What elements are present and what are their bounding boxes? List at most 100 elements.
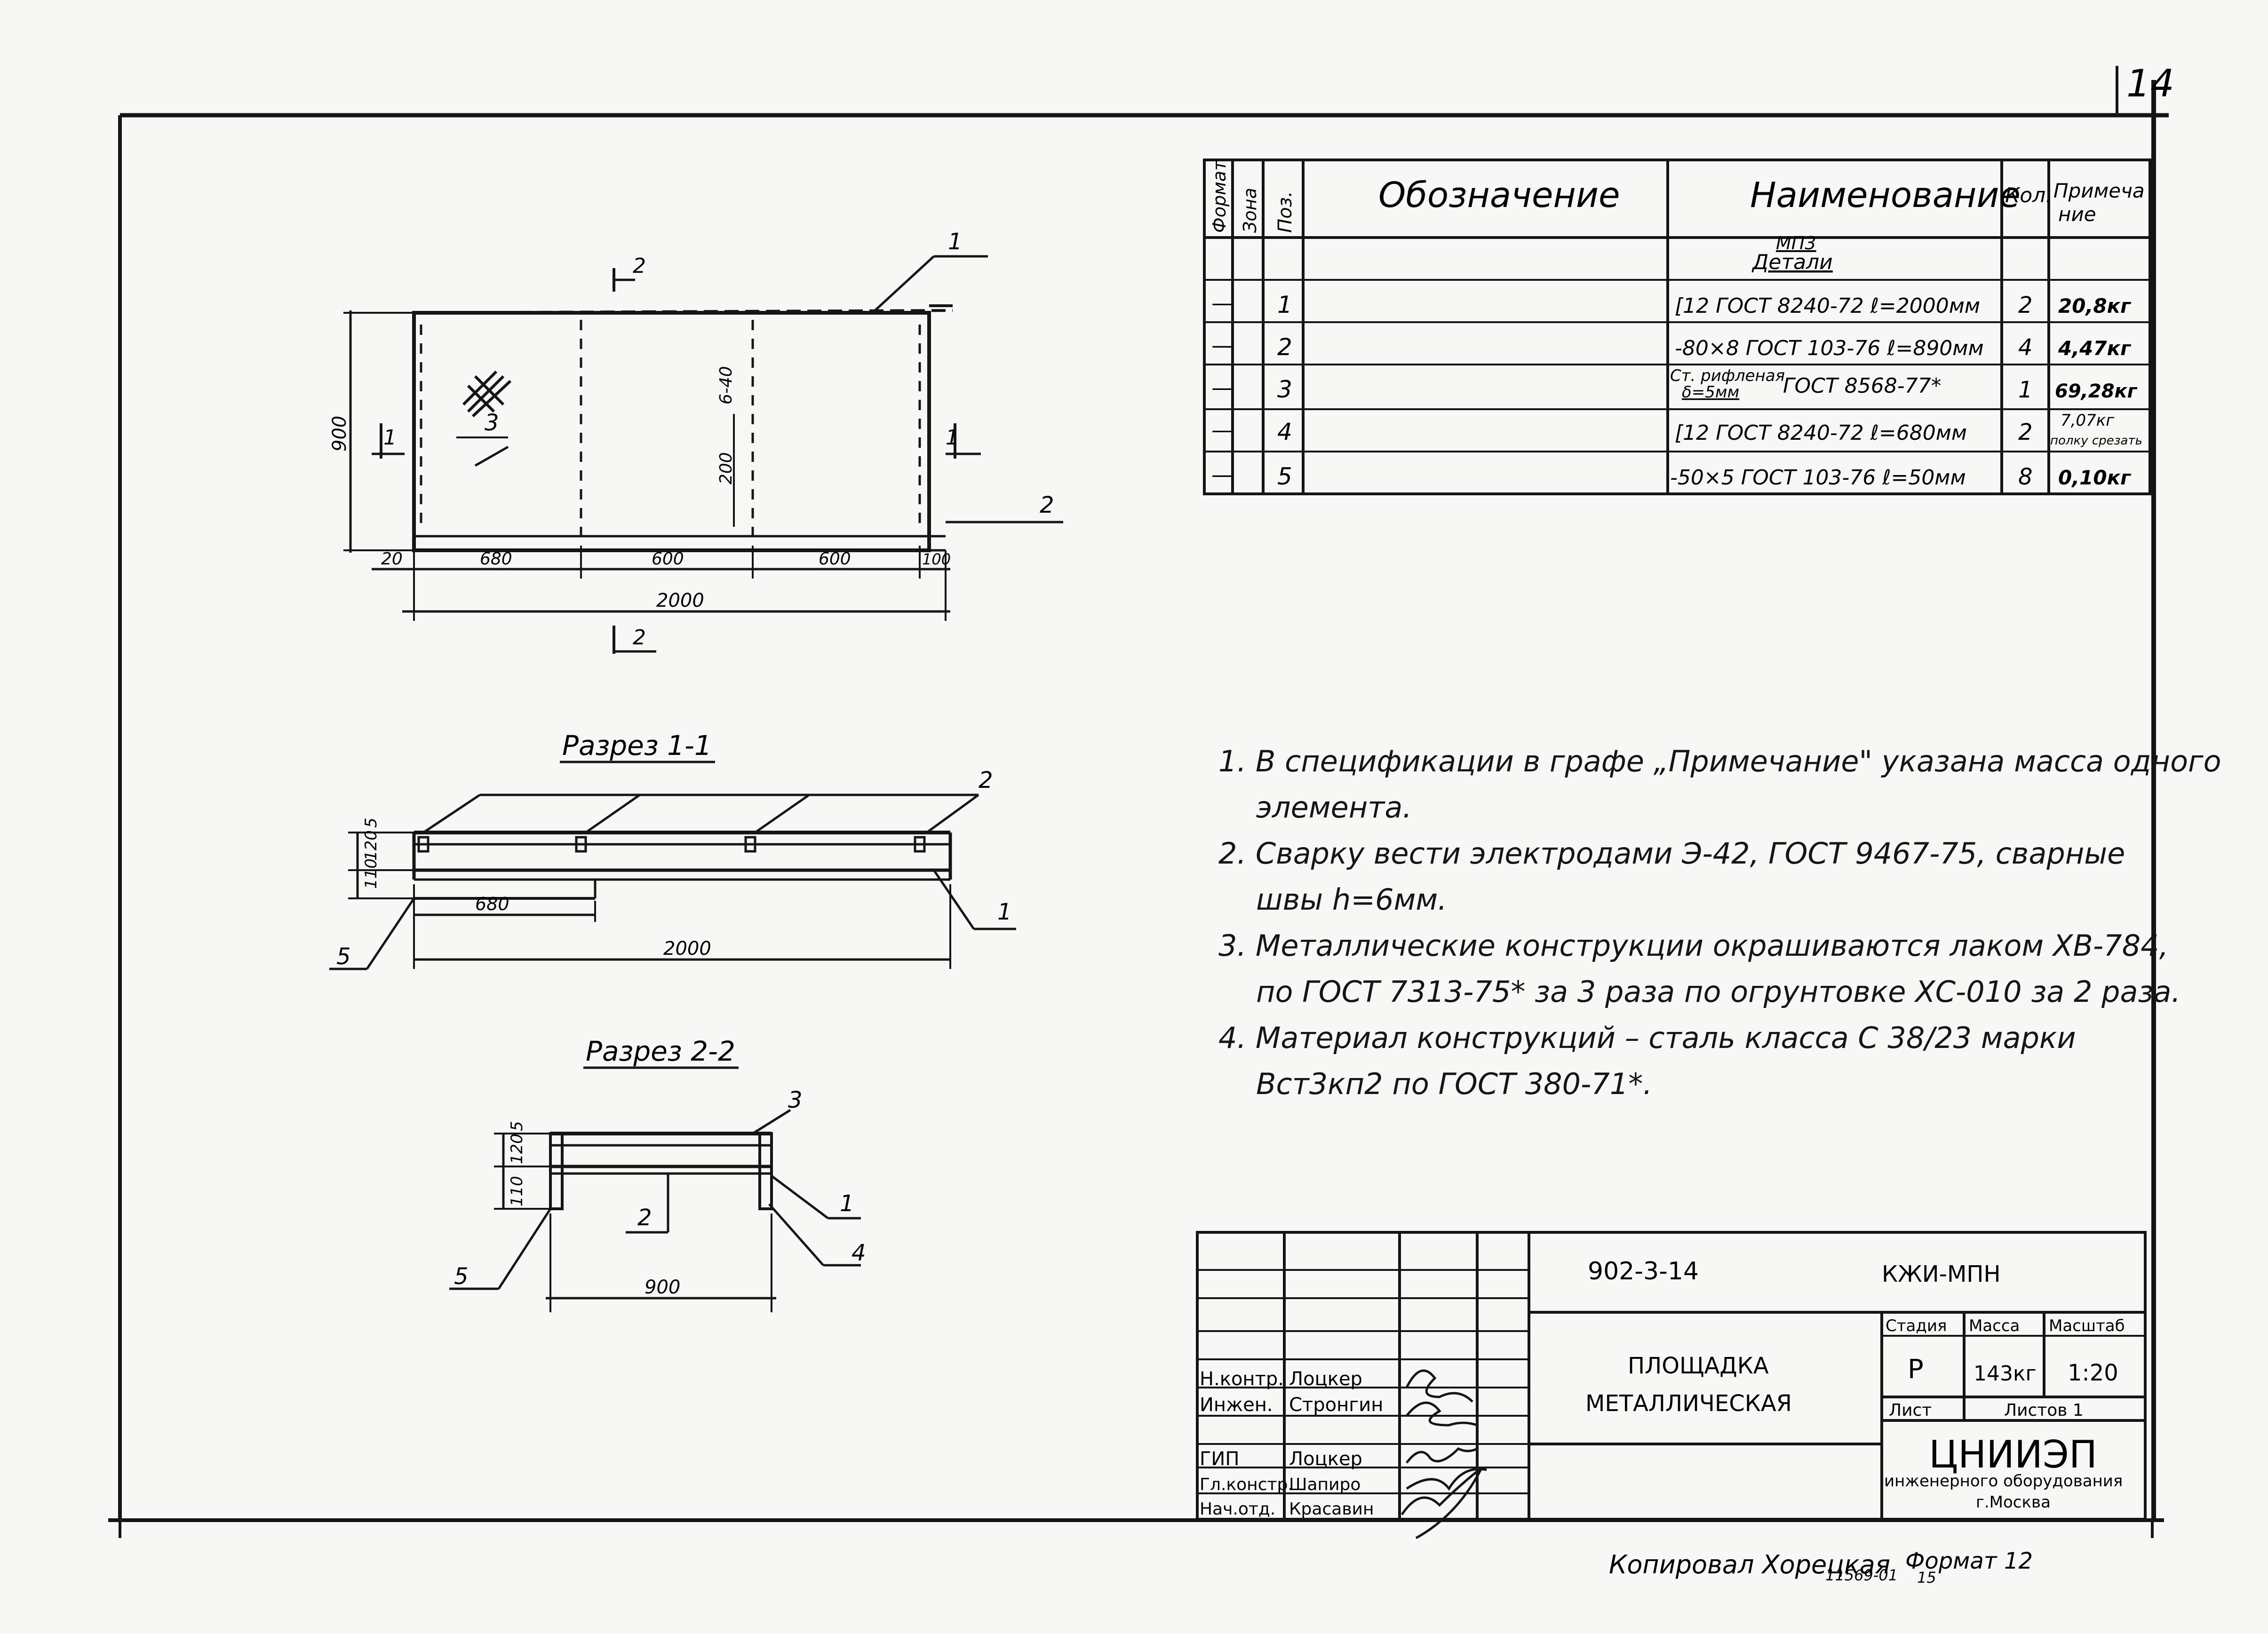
- note-line: 3. Металлические конструкции окрашиваютс…: [1218, 928, 2169, 963]
- drawing-title-1: ПЛОЩАДКА: [1628, 1353, 1769, 1379]
- spec-row-note-line1: 7,07кг: [2061, 411, 2115, 430]
- section-1-1-dim-left: 110: [362, 858, 381, 889]
- role-label: Гл.констр.: [1200, 1475, 1293, 1494]
- sheets-label: Листов 1: [2004, 1401, 2084, 1420]
- section-2-2-dim-total: 900: [645, 1277, 680, 1298]
- plan-callout-3: 3: [485, 410, 499, 436]
- stage-label: Стадия: [1886, 1317, 1947, 1335]
- plan-callout-2: 2: [1040, 492, 1054, 518]
- spec-header-zone: Зона: [1240, 188, 1260, 233]
- note-line: Вст3кп2 по ГОСТ 380-71*.: [1256, 1067, 1653, 1101]
- spec-header-qty: Кол.: [2005, 183, 2052, 207]
- spec-row-name-line2: δ=5мм: [1682, 383, 1739, 402]
- drawing-title-2: МЕТАЛЛИЧЕСКАЯ: [1585, 1390, 1792, 1417]
- section-1-1-dim-left: 120: [362, 830, 381, 861]
- spec-row-note: 4,47кг: [2058, 337, 2132, 360]
- spec-row-qty: 2: [2018, 419, 2033, 445]
- note-line: 4. Материал конструкций – сталь класса С…: [1218, 1021, 2076, 1055]
- spec-row-dash: —: [1211, 462, 1233, 487]
- spec-header-pos: Поз.: [1274, 191, 1296, 233]
- scale-label: Масштаб: [2049, 1317, 2125, 1335]
- plan-dim-bottom: 680: [480, 549, 512, 569]
- plan-section-mark: 2: [633, 626, 646, 650]
- section-1-1-title: Разрез 1-1: [562, 730, 712, 761]
- plan-section-mark: 1: [946, 426, 959, 450]
- section-2-2-dim-left: 5: [508, 1121, 526, 1131]
- section-2-2-dim-left: 110: [508, 1176, 526, 1206]
- note-line: элемента.: [1256, 790, 1412, 825]
- stage-value: Р: [1908, 1354, 1924, 1385]
- section-1-1-callout: 5: [336, 944, 351, 970]
- spec-header-note-2: ние: [2058, 203, 2096, 226]
- plan-dim-inner: 6-40: [716, 366, 736, 405]
- section-2-2-callout: 1: [840, 1190, 854, 1217]
- person-name: Шапиро: [1289, 1475, 1361, 1494]
- role-label: Н.контр.: [1200, 1368, 1284, 1390]
- spec-header-format: Формат: [1209, 159, 1230, 233]
- spec-row-qty: 4: [2018, 334, 2033, 361]
- spec-header-designation: Обозначение: [1378, 175, 1620, 215]
- note-line: 1. В спецификации в графе „Примечание" у…: [1218, 744, 2221, 778]
- spec-row-name: [12 ГОСТ 8240-72 ℓ=680мм: [1675, 421, 1967, 445]
- spec-row-note-line2: полку срезать: [2050, 434, 2142, 448]
- section-1-1-dim-left: 5: [362, 817, 381, 828]
- spec-row-name: -80×8 ГОСТ 103-76 ℓ=890мм: [1675, 336, 1984, 360]
- org-city: г.Москва: [1976, 1493, 2051, 1512]
- note-line: по ГОСТ 7313-75* за 3 раза по огрунтовке…: [1256, 975, 2181, 1009]
- notes-block: 1. В спецификации в графе „Примечание" у…: [1218, 738, 2221, 1107]
- person-name: Лоцкер: [1289, 1448, 1362, 1470]
- role-label: Инжен.: [1200, 1394, 1273, 1416]
- spec-row-name: -50×5 ГОСТ 103-76 ℓ=50мм: [1670, 466, 1966, 490]
- plan-callout-1: 1: [948, 229, 963, 255]
- person-name: Стронгин: [1289, 1394, 1383, 1416]
- mass-value: 143кг: [1974, 1362, 2037, 1386]
- plan-dim-height: 900: [329, 416, 350, 452]
- spec-row-name-line1: Ст. рифленая: [1670, 366, 1785, 385]
- spec-row-qty: 1: [2018, 377, 2033, 403]
- person-name: Красавин: [1289, 1499, 1374, 1519]
- spec-row-pos: 5: [1277, 463, 1292, 490]
- section-1-1: Разрез 1-1 110 120 5 680 2000 1 2 5: [329, 730, 1016, 970]
- spec-row-qty: 8: [2018, 464, 2033, 490]
- spec-group-subtitle: Детали: [1751, 250, 1833, 274]
- spec-row-pos: 3: [1277, 376, 1292, 403]
- section-2-2-title: Разрез 2-2: [586, 1035, 735, 1067]
- copied-by: Копировал Хорецкая: [1609, 1550, 1890, 1579]
- stamp-number-2: 15: [1917, 1569, 1936, 1586]
- stamp-number: 11569-01: [1825, 1566, 1898, 1584]
- section-2-2-callout: 3: [788, 1087, 803, 1113]
- doc-code-2: КЖИ-МПН: [1882, 1261, 2001, 1287]
- role-label: ГИП: [1200, 1448, 1239, 1470]
- note-line: 2. Сварку вести электродами Э-42, ГОСТ 9…: [1218, 836, 2125, 871]
- spec-row-dash: —: [1211, 290, 1233, 316]
- role-label: Нач.отд.: [1200, 1499, 1275, 1519]
- plan-dim-bottom: 600: [819, 549, 851, 569]
- plan-dim-inner: 200: [716, 452, 736, 484]
- title-block: 902-3-14 КЖИ-МПН ПЛОЩАДКА МЕТАЛЛИЧЕСКАЯ …: [1196, 1231, 2147, 1539]
- sheet-label: Лист: [1889, 1401, 1932, 1420]
- note-line: швы h=6мм.: [1256, 882, 1447, 917]
- org-subtitle: инженерного оборудования: [1884, 1472, 2123, 1491]
- plan-section-mark: 2: [633, 254, 646, 278]
- plan-view: 1 2 3 1 1 2 2 900 200 6-40 20 680 600 60…: [329, 229, 1063, 654]
- section-1-1-dim-total: 2000: [663, 938, 711, 960]
- spec-row-name: [12 ГОСТ 8240-72 ℓ=2000мм: [1675, 294, 1980, 318]
- spec-row-pos: 4: [1277, 418, 1292, 445]
- scale-value: 1:20: [2068, 1360, 2118, 1386]
- spec-row-dash: —: [1211, 417, 1233, 443]
- spec-row-pos: 1: [1277, 291, 1292, 318]
- spec-row-dash: —: [1211, 333, 1233, 358]
- section-2-2-callout: 4: [851, 1240, 866, 1266]
- mass-label: Масса: [1969, 1317, 2020, 1335]
- spec-row-qty: 2: [2018, 292, 2033, 318]
- doc-code: 902-3-14: [1588, 1257, 1699, 1285]
- section-1-1-callout: 2: [979, 767, 993, 793]
- spec-header-name: Наименование: [1750, 175, 2021, 215]
- plan-section-mark: 1: [383, 426, 397, 450]
- spec-table: Формат Зона Поз. Обозначение Наименовани…: [1203, 159, 2151, 495]
- section-1-1-dim-sub: 680: [475, 894, 509, 914]
- spec-group-title: МП3: [1776, 233, 1816, 254]
- spec-row-note: 69,28кг: [2055, 381, 2138, 402]
